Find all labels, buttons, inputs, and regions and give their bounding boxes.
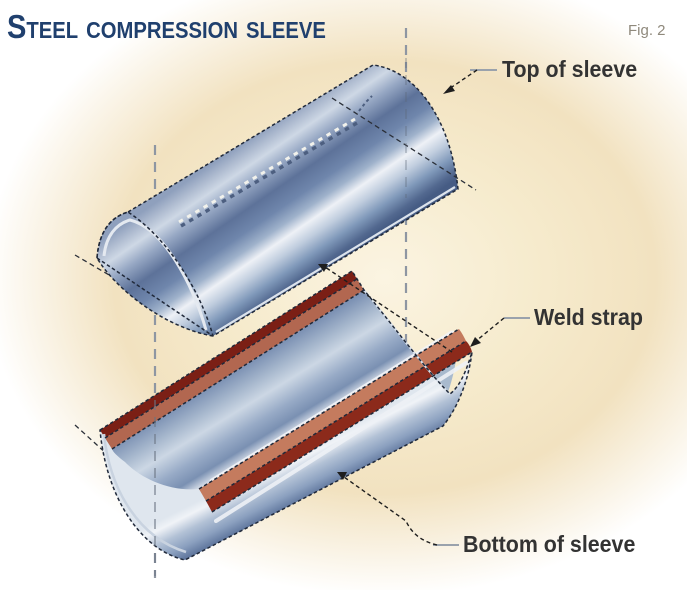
- leader-arrowheads: [318, 85, 481, 480]
- weld-strap-back-top: [100, 271, 357, 438]
- leader-weld-strap-back: [324, 266, 453, 353]
- arrowhead-top-of-sleeve: [443, 85, 455, 94]
- figure-label: Fig. 2: [628, 22, 666, 39]
- weld-strap-back-inner: [105, 279, 364, 449]
- leader-weld-strap-front: [475, 317, 505, 342]
- top-sleeve-illustration: [96, 58, 477, 337]
- callout-weld-strap: Weld strap: [534, 304, 643, 330]
- label-ticks: [433, 69, 530, 546]
- leader-lines: [318, 69, 530, 546]
- arrowhead-bottom-of-sleeve: [337, 472, 347, 480]
- callout-top-of-sleeve: Top of sleeve: [502, 56, 638, 82]
- bottom-sleeve-wall-edge: [102, 433, 187, 554]
- mating-line-bottom-left: [74, 424, 109, 456]
- top-sleeve-outline: [96, 64, 459, 337]
- leader-bottom-of-sleeve: [343, 476, 438, 546]
- top-sleeve-wall-edge: [102, 218, 208, 331]
- mating-line-right: [331, 97, 477, 191]
- arrowhead-weld-strap-back: [318, 264, 328, 272]
- bottom-sleeve-illustration: [99, 269, 473, 576]
- bottom-sleeve-interior: [112, 290, 459, 490]
- top-sleeve-surface: [97, 65, 458, 336]
- shell-highlight: [214, 361, 468, 523]
- weld-strap-front-top: [206, 341, 472, 512]
- callout-bottom-of-sleeve: Bottom of sleeve: [463, 531, 636, 557]
- weld-strap-front-inner: [199, 329, 466, 501]
- arrowhead-weld-strap-front: [470, 337, 481, 347]
- top-sleeve-rim-highlight: [215, 186, 456, 333]
- leader-top-of-sleeve: [448, 69, 478, 90]
- page-title: Steel compression sleeve: [7, 8, 326, 45]
